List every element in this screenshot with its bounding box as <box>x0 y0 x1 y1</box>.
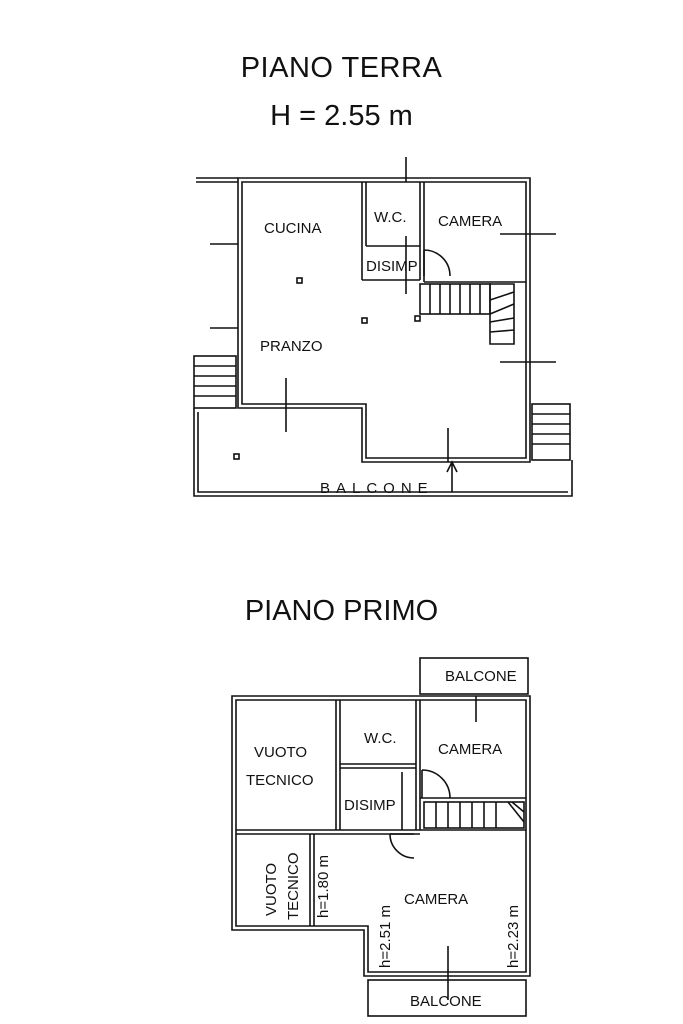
room-label-cucina: CUCINA <box>264 220 322 237</box>
disimp-door <box>423 249 451 277</box>
room-label-balcone: BALCONE <box>320 480 434 497</box>
ground-floor-height: H = 2.55 m <box>270 100 413 132</box>
first-top-balcone <box>419 657 529 695</box>
room-label-wc-first: W.C. <box>364 730 397 747</box>
ground-right-stairs <box>531 403 571 461</box>
room-label-disimp-first: DISIMP <box>344 797 396 814</box>
height-label-1: h=1.80 m <box>315 855 332 918</box>
ground-outer-wall <box>237 177 531 463</box>
first-stairs <box>423 801 525 829</box>
room-label-vuoto-tecnico-2b: TECNICO <box>285 853 302 921</box>
ground-floor-plan <box>193 157 573 497</box>
first-floor-title: PIANO PRIMO <box>244 595 439 627</box>
first-floor-plan <box>231 657 531 1017</box>
entrance-arrow <box>446 460 458 492</box>
ground-balcone-slab <box>193 408 573 497</box>
first-outer-wall <box>231 695 531 977</box>
first-disimp-door <box>421 769 451 799</box>
room-label-disimp: DISIMP <box>366 258 418 275</box>
ground-floor-title: PIANO TERRA <box>240 52 443 84</box>
ground-outer-wall-inner <box>241 181 527 459</box>
room-label-vuoto-tecnico-1b: TECNICO <box>246 772 314 789</box>
room-label-balcone-bottom: BALCONE <box>410 993 482 1010</box>
room-label-pranzo: PRANZO <box>260 338 323 355</box>
height-label-2: h=2.51 m <box>377 905 394 968</box>
room-label-vuoto-tecnico-1a: VUOTO <box>254 744 307 761</box>
room-label-balcone-top: BALCONE <box>445 668 517 685</box>
room-label-camera: CAMERA <box>438 213 502 230</box>
first-bottom-balcone <box>367 979 527 1017</box>
room-label-camera-first-2: CAMERA <box>404 891 468 908</box>
ground-stairs <box>419 283 515 345</box>
room-label-vuoto-tecnico-2a: VUOTO <box>263 863 280 916</box>
room-label-camera-first-1: CAMERA <box>438 741 502 758</box>
height-label-3: h=2.23 m <box>505 905 522 968</box>
ground-left-stairs <box>193 355 237 409</box>
first-camera-door <box>389 833 415 859</box>
room-label-wc: W.C. <box>374 209 407 226</box>
